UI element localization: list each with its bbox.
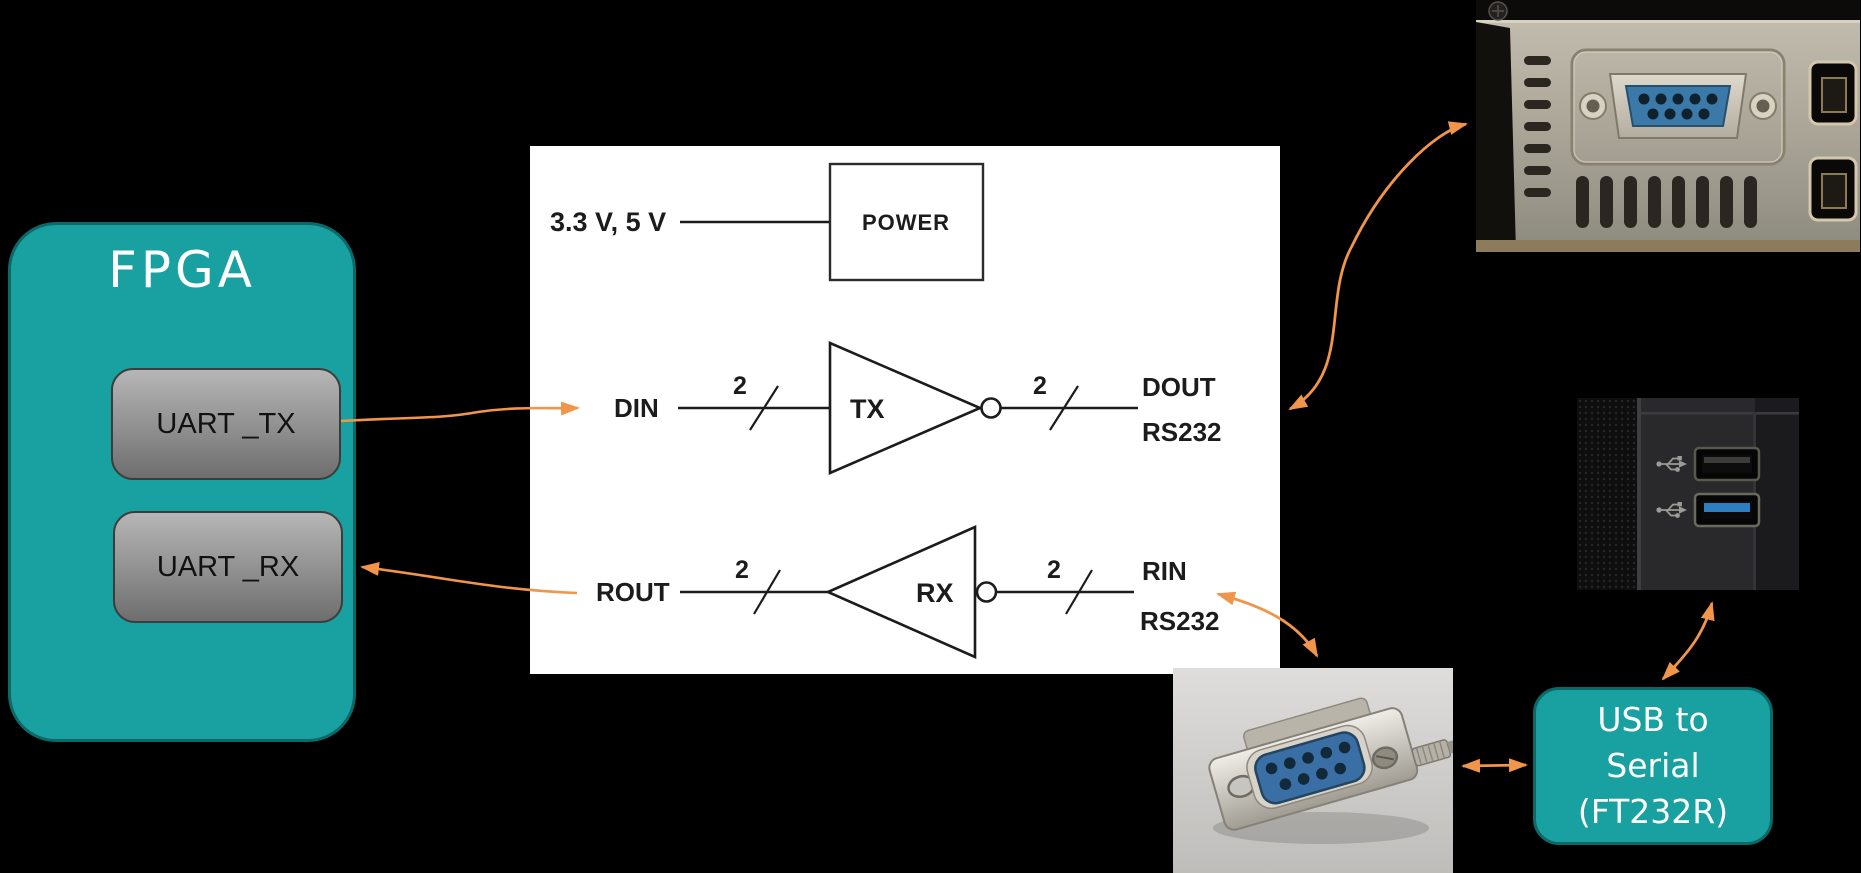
uart-tx-port: UART _TX	[111, 368, 341, 480]
arrow-usbserial-to-usb-photo	[1661, 601, 1715, 681]
screw-jack	[1411, 739, 1453, 767]
uart-rx-port: UART _RX	[113, 511, 343, 623]
usb-serial-block: USB to Serial (FT232R)	[1533, 687, 1773, 845]
db9-female-connector-photo	[1173, 668, 1453, 873]
tx-buffer-label: TX	[850, 394, 885, 424]
usb-serial-label-line3: (FT232R)	[1577, 792, 1729, 832]
vent-slots-bottom	[1576, 176, 1757, 228]
supply-label: 3.3 V, 5 V	[550, 207, 666, 237]
din-label: DIN	[614, 393, 659, 423]
tx-bus-width-out: 2	[1033, 372, 1047, 400]
usb-icon	[1656, 456, 1687, 472]
tx-inverter-bubble	[980, 397, 1002, 419]
usb-serial-label-line1: USB to	[1597, 699, 1709, 739]
transceiver-schematic: 3.3 V, 5 V POWER DIN 2 TX 2 DOUT RS232 R…	[530, 146, 1280, 674]
usb-port-bottom	[1693, 492, 1761, 528]
usb-icon	[1656, 502, 1687, 518]
vent-slots-left	[1524, 56, 1551, 197]
rx-inverter-bubble	[975, 581, 998, 603]
tx-bus-slash-in	[749, 385, 779, 431]
db9-pin-holes	[1638, 93, 1718, 120]
tx-bus-slash-out	[1049, 385, 1079, 431]
rx-bus-width-in: 2	[1047, 556, 1061, 584]
db9-serial-port-photo	[1476, 0, 1860, 252]
rx-bus-width-out: 2	[735, 556, 749, 584]
firewire-ports	[1808, 60, 1858, 222]
arrow-dout-to-serial-port-photo	[1288, 121, 1468, 411]
rin-rs232-label: RS232	[1140, 606, 1220, 636]
dout-rs232-label: RS232	[1142, 417, 1222, 447]
usb-port-top	[1693, 446, 1761, 482]
arrow-db9-to-usbserial	[1461, 758, 1528, 773]
rx-buffer	[824, 525, 977, 659]
power-block-label: POWER	[862, 210, 950, 235]
rout-label: ROUT	[596, 577, 670, 607]
dout-label: DOUT	[1142, 372, 1216, 402]
tx-bus-width-in: 2	[733, 372, 747, 400]
uart-rx-label: UART _RX	[156, 550, 300, 583]
usb-serial-label-line2: Serial	[1606, 745, 1700, 785]
db9-blue-insert	[1624, 85, 1732, 127]
fpga-title: FPGA	[108, 241, 256, 299]
db9-plate	[1570, 48, 1786, 166]
rx-bus-slash-in	[1065, 569, 1093, 615]
fpga-block: FPGA UART _TX UART _RX	[8, 222, 356, 742]
mesh-grille	[1577, 398, 1637, 590]
uart-tx-label: UART _TX	[156, 407, 296, 440]
usb-ports-photo	[1577, 398, 1799, 590]
rx-buffer-label: RX	[916, 578, 954, 608]
power-block	[828, 162, 985, 282]
rin-label: RIN	[1142, 556, 1187, 586]
db9-pin-holes	[1265, 741, 1351, 791]
rx-bus-slash-out	[753, 569, 781, 615]
tx-buffer	[828, 341, 984, 475]
